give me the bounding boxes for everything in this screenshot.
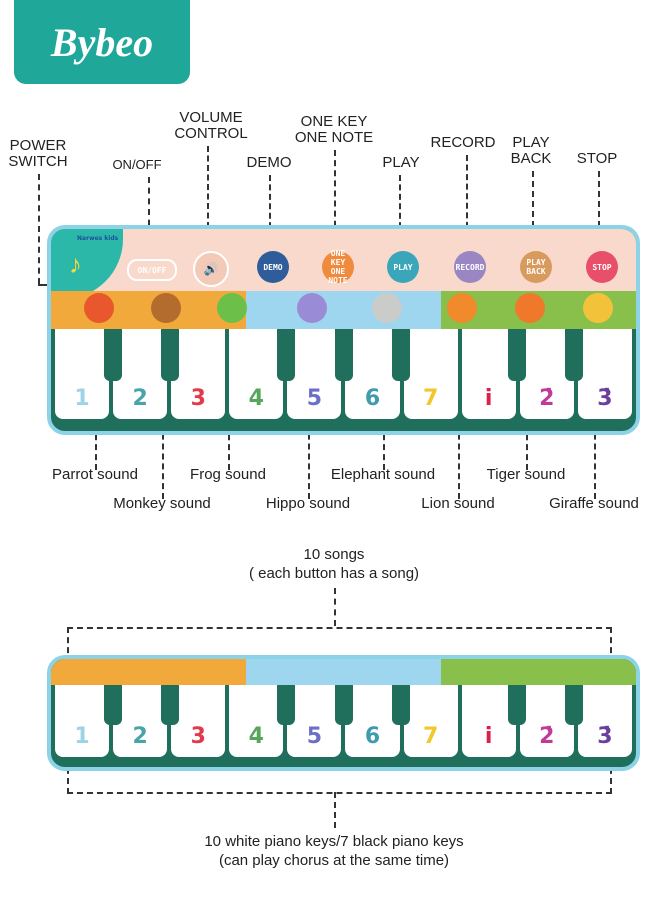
keys-subnote: (can play chorus at the same time) (218, 852, 450, 869)
sound-label: Monkey sound (113, 495, 211, 512)
monkey-picture (151, 293, 181, 323)
onekey-label: ONE KEY ONE NOTE (294, 113, 374, 146)
black-key[interactable] (392, 685, 411, 725)
giraffe-picture (583, 293, 613, 323)
black-key[interactable] (334, 685, 353, 725)
black-key[interactable] (103, 329, 122, 381)
stop-button[interactable]: STOP (586, 251, 618, 283)
sound-label: Hippo sound (265, 495, 351, 512)
black-key[interactable] (161, 329, 180, 381)
tiger-picture (515, 293, 545, 323)
black-key[interactable] (276, 329, 295, 381)
sound-label: Elephant sound (330, 466, 436, 483)
elephant-picture (372, 293, 402, 323)
sound-label: Parrot sound (52, 466, 138, 483)
onoff-button[interactable]: ON/OFF (127, 259, 177, 281)
play-label: PLAY (382, 154, 420, 171)
white-key[interactable]: 4 (229, 685, 284, 757)
onoff-label: ON/OFF (112, 157, 162, 172)
white-key[interactable]: 2̇ (519, 329, 574, 419)
playback-button[interactable]: PLAY BACK (520, 251, 552, 283)
white-key[interactable]: 7 (403, 329, 458, 419)
lion-picture (447, 293, 477, 323)
white-key[interactable]: 2 (113, 329, 168, 419)
piano-mat-top: Narwes kids ♪ ON/OFF 🔊 DEMO ONE KEY ONE NOT… (47, 225, 640, 435)
record-label: RECORD (430, 134, 496, 151)
white-key[interactable]: 1 (55, 329, 110, 419)
songs-label: 10 songs (303, 546, 365, 563)
black-key[interactable] (507, 685, 526, 725)
frog-picture (217, 293, 247, 323)
white-key[interactable]: 7 (403, 685, 458, 757)
keys-note: 10 white piano keys/7 black piano keys (204, 833, 464, 850)
black-key[interactable] (565, 329, 584, 381)
white-key[interactable]: 6 (345, 329, 400, 419)
volume-label: VOLUME CONTROL (174, 109, 248, 142)
black-key[interactable] (507, 329, 526, 381)
play-button[interactable]: PLAY (387, 251, 419, 283)
black-key[interactable] (161, 685, 180, 725)
brand-logo: Bybeo (14, 0, 190, 84)
white-key[interactable]: 1 (55, 685, 110, 757)
hippo-picture (297, 293, 327, 323)
demo-button[interactable]: DEMO (257, 251, 289, 283)
sound-label: Lion sound (421, 495, 495, 512)
white-key[interactable]: 6 (345, 685, 400, 757)
brand-name: Bybeo (50, 19, 154, 65)
white-key[interactable]: 5 (287, 329, 342, 419)
black-key[interactable] (276, 685, 295, 725)
songs-sublabel: ( each button has a song) (248, 565, 420, 582)
white-key[interactable]: 3 (171, 685, 226, 757)
parrot-picture (84, 293, 114, 323)
white-key[interactable]: 2̇ (519, 685, 574, 757)
animal-strip (51, 291, 636, 329)
sound-label: Tiger sound (486, 466, 566, 483)
mat-brand: Narwes kids (77, 235, 119, 242)
playback-label: PLAY BACK (510, 134, 552, 167)
record-button[interactable]: RECORD (454, 251, 486, 283)
white-key[interactable]: i (461, 329, 516, 419)
animal-strip (51, 659, 636, 685)
white-key[interactable]: i (461, 685, 516, 757)
black-key[interactable] (334, 329, 353, 381)
black-key[interactable] (103, 685, 122, 725)
stop-label: STOP (576, 150, 618, 167)
white-key[interactable]: 3̇ (577, 329, 632, 419)
white-key[interactable]: 2 (113, 685, 168, 757)
sound-label: Frog sound (190, 466, 266, 483)
white-key[interactable]: 4 (229, 329, 284, 419)
white-key[interactable]: 3 (171, 329, 226, 419)
music-note-icon: ♪ (69, 249, 82, 279)
one-key-one-note-button[interactable]: ONE KEY ONE NOTE (322, 249, 354, 285)
power-label: POWER SWITCH (8, 137, 68, 170)
black-key[interactable] (392, 329, 411, 381)
sound-label: Giraffe sound (549, 495, 639, 512)
black-key[interactable] (565, 685, 584, 725)
white-key[interactable]: 3̇ (577, 685, 632, 757)
white-key[interactable]: 5 (287, 685, 342, 757)
demo-label: DEMO (246, 154, 292, 171)
volume-button[interactable]: 🔊 (193, 251, 229, 287)
